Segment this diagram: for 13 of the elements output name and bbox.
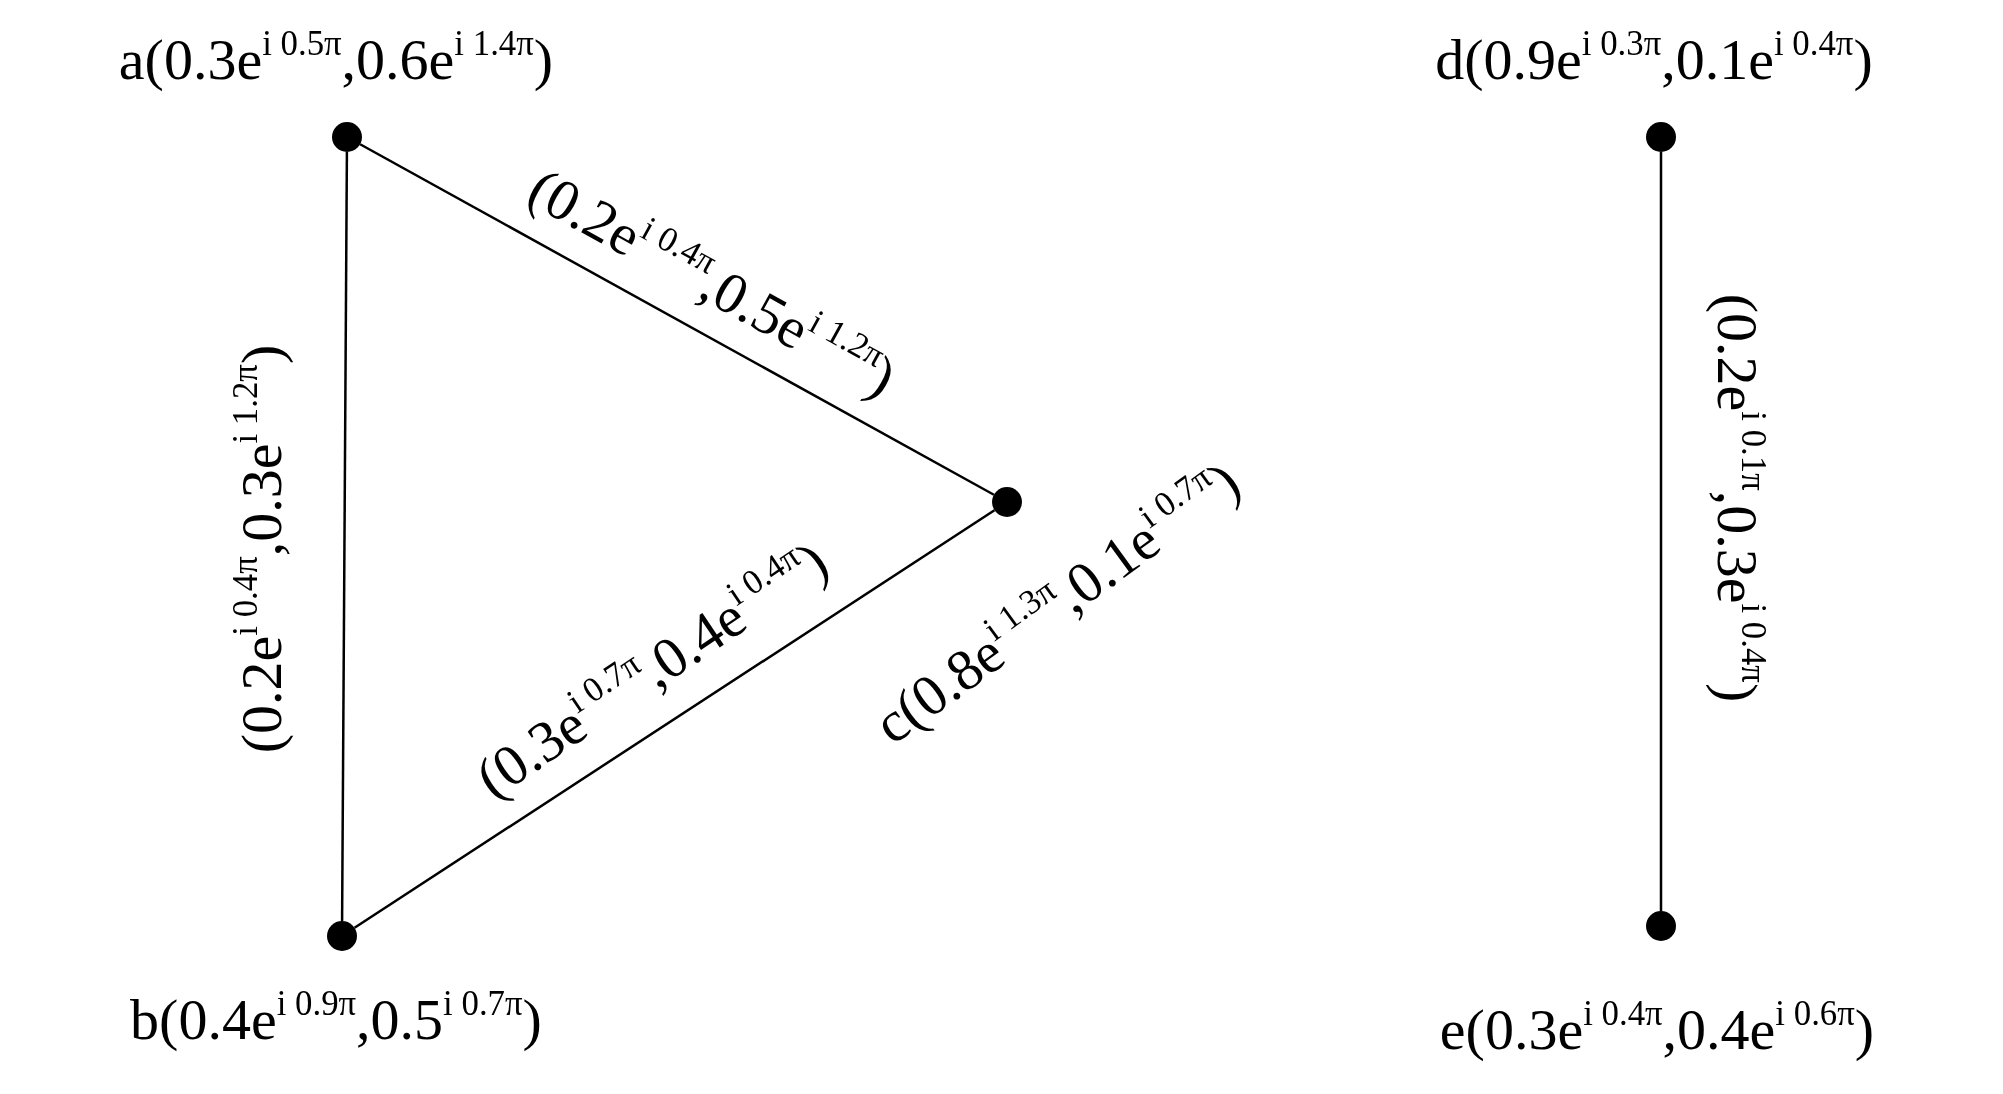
vertex-dot bbox=[1646, 122, 1676, 152]
edge-line bbox=[340, 152, 349, 921]
edge-line bbox=[1659, 152, 1663, 911]
vertex-dot bbox=[332, 122, 362, 152]
vertex-label: e(0.3e$^{i 0.4π}$,0.4e$^{i 0.6π}$) bbox=[1439, 1001, 1875, 1059]
vertex-dot bbox=[1646, 911, 1676, 941]
vertex-dot bbox=[327, 921, 357, 951]
vertex-dot bbox=[992, 487, 1022, 517]
edge-line bbox=[359, 143, 995, 496]
vertex-label: d(0.9e$^{i 0.3π}$,0.1e$^{i 0.4π}$) bbox=[1435, 31, 1873, 89]
edge-line bbox=[353, 509, 996, 929]
vertex-label: b(0.4e$^{i 0.9π}$,0.5$^{i 0.7π}$) bbox=[130, 991, 542, 1049]
vertex-label: a(0.3e$^{i 0.5π}$,0.6e$^{i 1.4π}$) bbox=[118, 31, 554, 89]
